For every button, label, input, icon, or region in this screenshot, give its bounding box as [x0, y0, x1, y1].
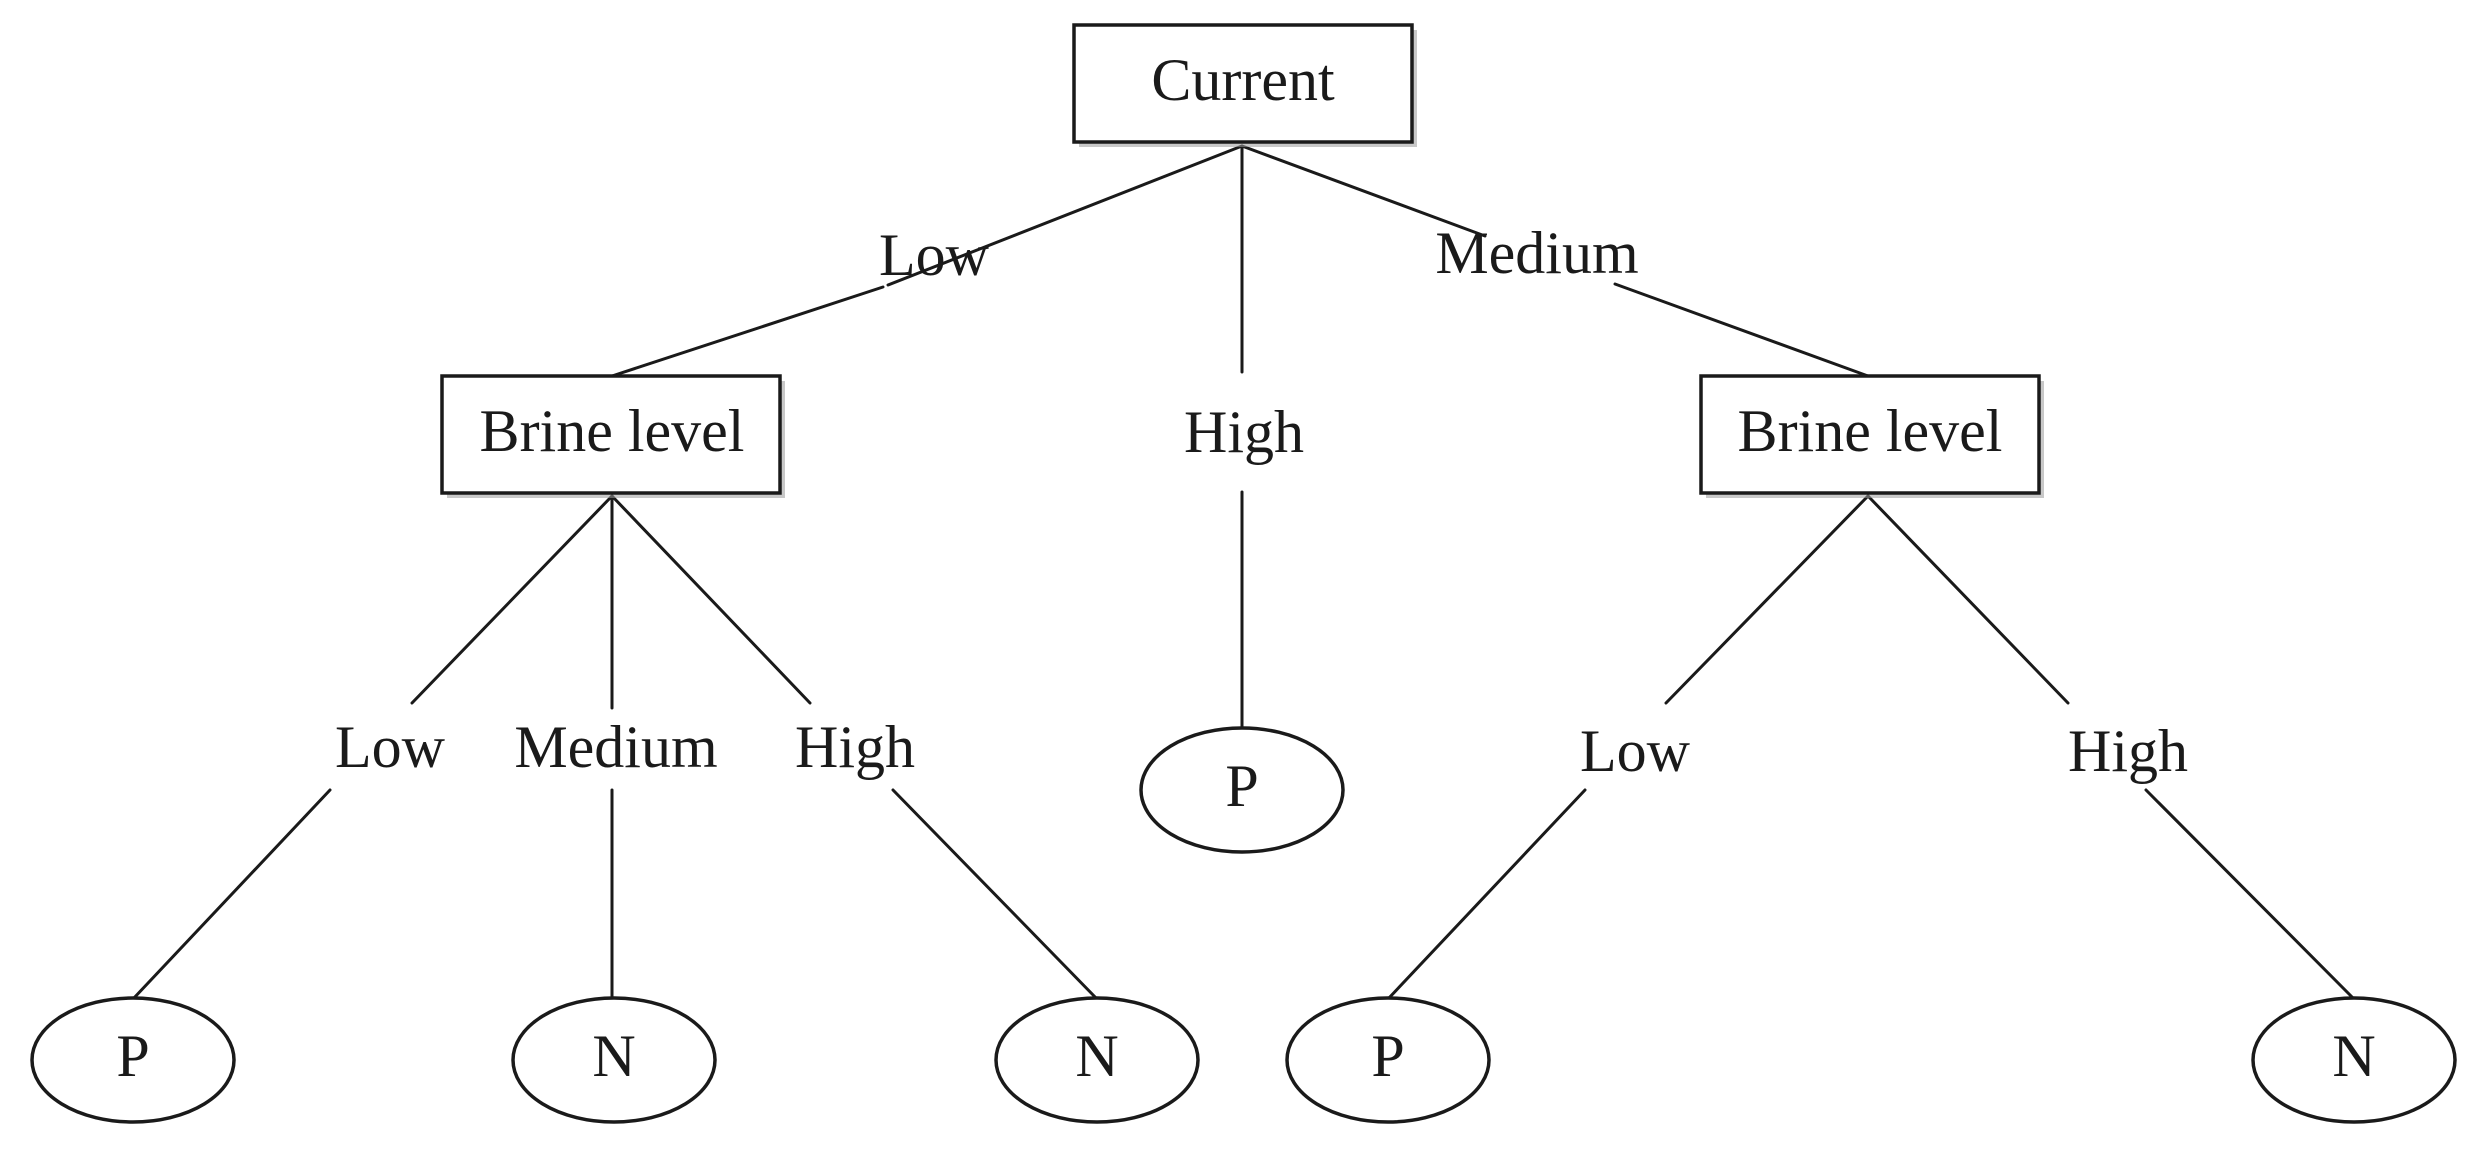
edge-low-label-to-left-p-leaf [131, 788, 332, 1001]
edge-high-label-to-right-n-leaf [2144, 788, 2356, 1001]
leaf-right-high: N [2251, 996, 2457, 1124]
edge-right-node-to-low-label [1664, 494, 1870, 705]
leaf-right-low-label: P [1371, 1023, 1404, 1089]
leaf-right-high-label: N [2332, 1023, 2375, 1089]
leaf-right-low: P [1285, 996, 1491, 1124]
leaf-left-high-label: N [1075, 1023, 1118, 1089]
root-branch-high-label: High [1184, 399, 1304, 465]
right-branch-low-label: Low [1580, 718, 1691, 784]
leaf-left-high: N [994, 996, 1200, 1124]
edge-root-to-low-label [886, 144, 1244, 287]
right-brine-level-node: Brine level [1699, 374, 2044, 498]
right-node-label: Brine level [1738, 398, 2003, 464]
root-branch-low-label: Low [879, 222, 990, 288]
edge-left-node-to-high-label [610, 494, 812, 705]
right-branch-high-label: High [2068, 718, 2188, 784]
left-branch-low-label: Low [335, 714, 446, 780]
edge-high-label-to-left-n2-leaf [891, 788, 1099, 1001]
left-brine-level-node: Brine level [440, 374, 785, 498]
edge-low-label-to-left-node [610, 285, 885, 378]
edge-medium-label-to-right-node [1613, 282, 1870, 378]
left-node-label: Brine level [480, 398, 745, 464]
edge-left-node-to-low-label [410, 494, 614, 705]
root-branch-medium-label: Medium [1435, 220, 1638, 286]
leaf-center-high: P [1139, 726, 1345, 854]
left-branch-medium-label: Medium [514, 714, 717, 780]
leaf-left-medium: N [511, 996, 717, 1124]
root-node: Current [1072, 23, 1417, 147]
left-branch-high-label: High [795, 714, 915, 780]
leaf-left-low-label: P [116, 1023, 149, 1089]
leaf-left-low: P [30, 996, 236, 1124]
leaf-left-medium-label: N [592, 1023, 635, 1089]
root-node-label: Current [1151, 47, 1335, 113]
edge-low-label-to-right-p-leaf [1386, 788, 1587, 1001]
edge-right-node-to-high-label [1866, 494, 2070, 705]
leaf-center-high-label: P [1225, 753, 1258, 819]
edge-root-to-medium-label [1240, 144, 1487, 238]
edges [131, 144, 2356, 1001]
